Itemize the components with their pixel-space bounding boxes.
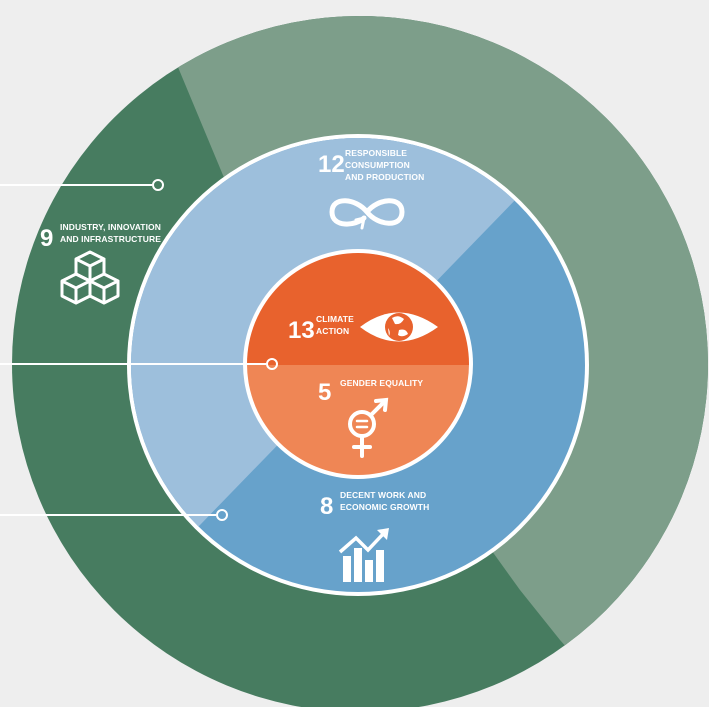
growth-chart-icon <box>338 528 389 582</box>
goal13-title-line1: CLIMATE <box>316 314 354 324</box>
connector-dot-goal9 <box>152 179 164 191</box>
goal-13: 13 CLIMATE ACTION <box>288 312 438 344</box>
goal12-title-line2: CONSUMPTION <box>345 160 410 170</box>
goal-8: 8 DECENT WORK AND ECONOMIC GROWTH <box>320 490 429 582</box>
goal12-title-line1: RESPONSIBLE <box>345 148 407 158</box>
connector-dot-goal13 <box>266 358 278 370</box>
gender-equality-icon <box>348 397 389 458</box>
connectors <box>0 179 278 521</box>
goal-5: 5 GENDER EQUALITY <box>318 378 423 458</box>
goal13-title-line2: ACTION <box>316 326 349 336</box>
goal5-title-line1: GENDER EQUALITY <box>340 378 423 388</box>
connector-dot-goal8 <box>216 509 228 521</box>
goal13-number: 13 <box>288 317 315 344</box>
goal9-title-line1: INDUSTRY, INNOVATION <box>60 222 161 232</box>
goal8-number: 8 <box>320 493 333 520</box>
goal12-title-line3: AND PRODUCTION <box>345 172 424 182</box>
eye-globe-icon <box>360 312 438 342</box>
goal12-number: 12 <box>318 151 345 178</box>
goal-9: 9 INDUSTRY, INNOVATION AND INFRASTRUCTUR… <box>40 222 161 305</box>
cubes-icon <box>60 250 120 305</box>
goal5-number: 5 <box>318 379 331 406</box>
goal-12: 12 RESPONSIBLE CONSUMPTION AND PRODUCTIO… <box>318 148 424 230</box>
goal8-title-line2: ECONOMIC GROWTH <box>340 502 429 512</box>
goal8-title-line1: DECENT WORK AND <box>340 490 426 500</box>
goal9-title-line2: AND INFRASTRUCTURE <box>60 234 161 244</box>
infinity-icon <box>329 198 405 230</box>
goal9-number: 9 <box>40 225 53 252</box>
